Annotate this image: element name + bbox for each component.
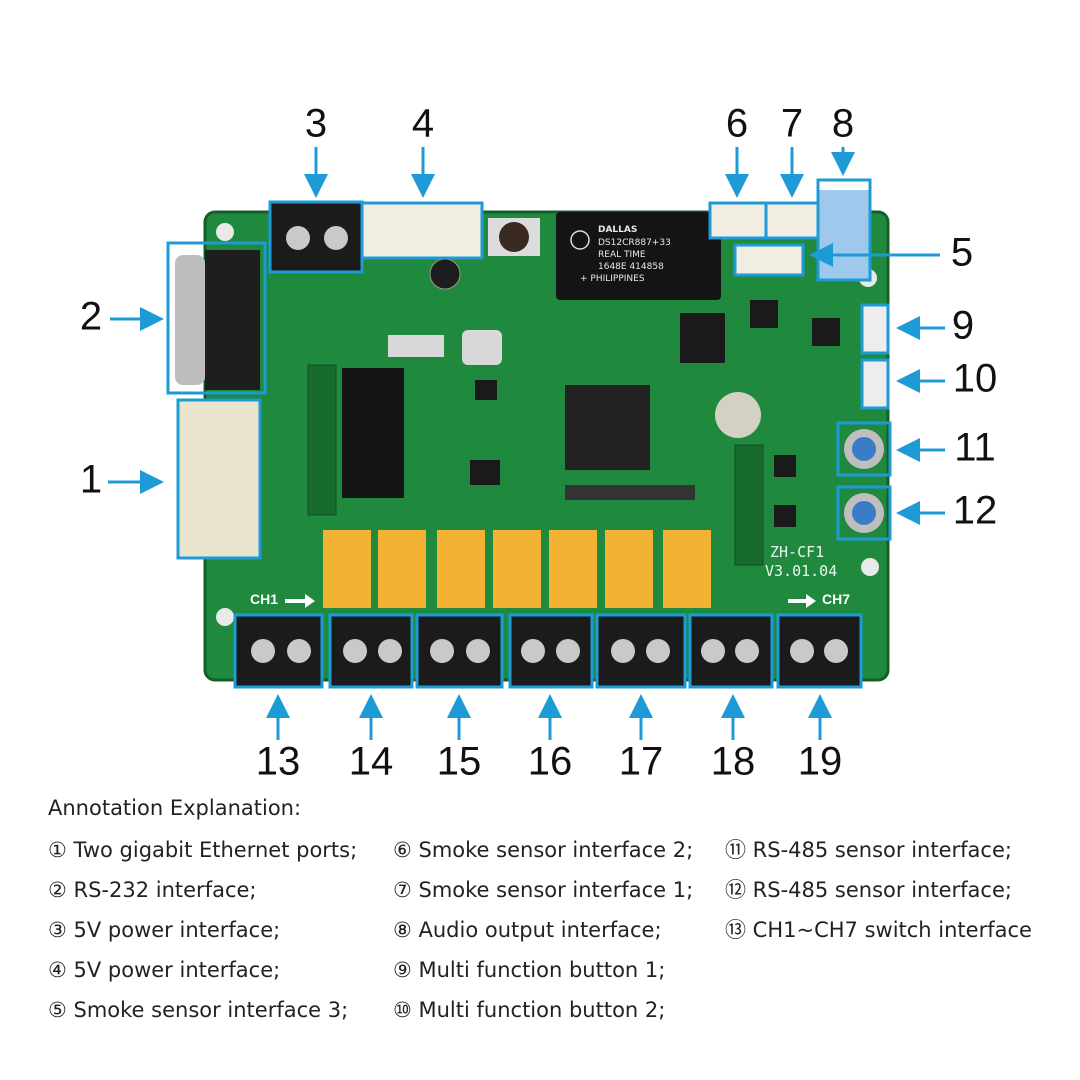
arrow-right-icon (788, 594, 816, 608)
multi-function-button-1 (860, 303, 890, 355)
legend-item: ⑨ Multi function button 1; (393, 958, 666, 982)
arrow-right-icon (285, 594, 315, 608)
legend-title: Annotation Explanation: (48, 796, 302, 820)
annotation-legend: Annotation Explanation: ① Two gigabit Et… (48, 796, 1048, 1022)
mounting-hole (216, 608, 234, 626)
channel-terminal (508, 613, 594, 689)
backup-battery (715, 392, 761, 438)
smoke-sensor-interface-1 (764, 201, 823, 240)
callout-number: 17 (619, 740, 664, 784)
channel-terminal (776, 613, 863, 689)
callout-number: 15 (437, 740, 482, 784)
smoke-sensor-interface-2 (708, 201, 770, 240)
legend-item: ⑦ Smoke sensor interface 1; (393, 878, 694, 902)
legend-item: ⑧ Audio output interface; (393, 918, 662, 942)
relay (549, 530, 597, 608)
mounting-hole (861, 558, 879, 576)
ch-start-label: CH1 (250, 591, 278, 607)
channel-terminal (415, 613, 504, 689)
callout-number: 9 (952, 304, 974, 348)
callout-number: 6 (726, 102, 748, 146)
rs485-interface-2 (836, 485, 892, 541)
legend-item: ⑩ Multi function button 2; (393, 998, 666, 1022)
pcb-board: DALLAS DS12CR887+33 REAL TIME 1648E 4148… (203, 210, 890, 682)
legend-item: ④ 5V power interface; (48, 958, 281, 982)
ethernet-ports (176, 398, 262, 560)
rtc-text: REAL TIME (598, 250, 646, 260)
board-model: ZH-CF1 (770, 543, 824, 561)
channel-terminal (233, 613, 324, 689)
callout-number: 10 (953, 357, 998, 401)
relay (378, 530, 426, 608)
relay (605, 530, 653, 608)
callout-number: 4 (412, 102, 434, 146)
callout-number: 2 (80, 295, 102, 339)
leader-lines (108, 147, 945, 740)
legend-column: ⑥ Smoke sensor interface 2; ⑦ Smoke sens… (393, 836, 693, 1036)
channel-terminals (233, 613, 863, 689)
board-version: V3.01.04 (765, 562, 837, 580)
ch-end-label: CH7 (822, 591, 850, 607)
relay-bank (323, 530, 711, 608)
callout-number: 11 (954, 426, 996, 470)
callout-number: 14 (349, 740, 394, 784)
legend-column: ⑪ RS-485 sensor interface; ⑫ RS-485 sens… (725, 836, 1032, 956)
callout-number: 13 (256, 740, 301, 784)
mounting-hole (216, 223, 234, 241)
clock-icon (570, 230, 590, 250)
legend-column: ① Two gigabit Ethernet ports; ② RS-232 i… (48, 836, 357, 1036)
callout-number: 3 (305, 102, 327, 146)
callout-number: 16 (528, 740, 573, 784)
callout-number: 19 (798, 740, 843, 784)
rtc-text: DALLAS (598, 225, 637, 235)
rs232-connector (166, 241, 267, 395)
callout-number: 5 (951, 231, 973, 275)
legend-item: ⑬ CH1~CH7 switch interface (725, 918, 1032, 942)
power-header-5v (360, 201, 484, 260)
legend-item: ⑤ Smoke sensor interface 3; (48, 998, 349, 1022)
relay (323, 530, 371, 608)
legend-item: ② RS-232 interface; (48, 878, 257, 902)
channel-terminal (688, 613, 774, 689)
ic-chip (342, 368, 404, 498)
relay (437, 530, 485, 608)
pcb-annotated-diagram: DALLAS DS12CR887+33 REAL TIME 1648E 4148… (80, 102, 997, 784)
relay (663, 530, 711, 608)
legend-item: ⑪ RS-485 sensor interface; (725, 838, 1012, 862)
ic-chip (680, 313, 725, 363)
legend-item: ① Two gigabit Ethernet ports; (48, 838, 358, 862)
multi-function-button-2 (860, 358, 890, 410)
callout-number: 8 (832, 102, 854, 146)
relay (493, 530, 541, 608)
rtc-text: DS12CR887+33 (598, 238, 671, 248)
processor-chip (565, 385, 650, 470)
callout-number: 1 (80, 458, 102, 502)
callout-numbers: 1 2 3 4 5 6 7 8 9 10 11 12 13 14 15 16 1… (80, 102, 997, 784)
legend-item: ⑫ RS-485 sensor interface; (725, 878, 1012, 902)
rtc-module: DALLAS DS12CR887+33 REAL TIME 1648E 4148… (556, 212, 721, 300)
legend-item: ⑥ Smoke sensor interface 2; (393, 838, 694, 862)
callout-number: 18 (711, 740, 756, 784)
callout-number: 7 (781, 102, 803, 146)
legend-item: ③ 5V power interface; (48, 918, 281, 942)
smoke-sensor-interface-3 (733, 243, 805, 277)
rtc-text: + PHILIPPINES (580, 274, 645, 284)
audio-output-jack (816, 178, 872, 282)
channel-terminal (595, 613, 687, 689)
rtc-text: 1648E 414858 (598, 262, 664, 272)
callout-number: 12 (953, 489, 998, 533)
power-terminal-5v (268, 200, 364, 274)
channel-terminal (328, 613, 414, 689)
rs485-interface-1 (836, 421, 892, 477)
